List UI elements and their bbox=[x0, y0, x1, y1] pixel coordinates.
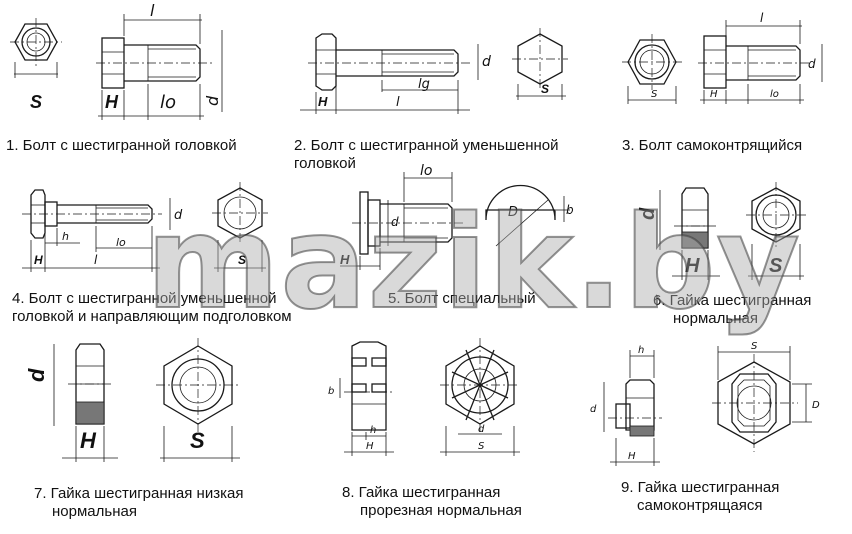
caption-4-line-1: 4. Болт с шестигранной уменьшенной bbox=[12, 290, 277, 307]
caption-1-line-1: 1. Болт с шестигранной головкой bbox=[6, 137, 237, 154]
fig9-side-view bbox=[603, 350, 662, 466]
fig3-label-d: d bbox=[808, 57, 816, 71]
fig3-side-view bbox=[698, 20, 823, 104]
fig4-label-l: l bbox=[94, 253, 98, 267]
fig2-label-s: S bbox=[541, 82, 549, 96]
fig4-side-view bbox=[22, 189, 171, 272]
fig7-hex-top-view bbox=[156, 338, 240, 462]
fig5-label-b: b bbox=[566, 203, 574, 217]
fig5-side-view bbox=[340, 172, 464, 270]
caption-8: 8. Гайка шестигранная прорезная нормальн… bbox=[342, 484, 522, 520]
caption-7-line-1: 7. Гайка шестигранная низкая bbox=[34, 485, 244, 502]
fig6-hex-top-view bbox=[746, 182, 806, 280]
fig8-side-view bbox=[339, 341, 394, 456]
caption-7: 7. Гайка шестигранная низкая нормальная bbox=[34, 485, 243, 521]
caption-2: 2. Болт с шестигранной уменьшенной голов… bbox=[294, 137, 558, 173]
fig7-label-h: H bbox=[80, 428, 97, 453]
fig2-label-l: l bbox=[396, 95, 400, 110]
fig9-label-h: h bbox=[638, 345, 644, 356]
fig5-label-d: d bbox=[391, 215, 399, 229]
fig3-label-l: l bbox=[760, 11, 764, 25]
figure-5-special-bolt: lo d H D b bbox=[340, 163, 574, 270]
figure-4-guide-neck-bolt: d h lo H l S bbox=[22, 182, 268, 272]
fig2-hex-top-view bbox=[512, 28, 568, 100]
fig8-label-H: H bbox=[366, 441, 374, 452]
caption-7-line-2: нормальная bbox=[52, 503, 137, 520]
fig8-label-s: S bbox=[478, 441, 485, 452]
figure-2-reduced-head-bolt: d H lg l S bbox=[300, 28, 568, 114]
caption-8-line-1: 8. Гайка шестигранная bbox=[342, 484, 501, 501]
figure-8-slotted-nut: b h H d S bbox=[328, 338, 520, 456]
caption-3-line-1: 3. Болт самоконтрящийся bbox=[622, 137, 803, 154]
fig1-label-s: S bbox=[30, 92, 42, 112]
fig2-label-h: H bbox=[318, 94, 328, 109]
fig9-label-D: D bbox=[812, 400, 820, 411]
caption-9-line-1: 9. Гайка шестигранная bbox=[621, 479, 780, 496]
fig9-label-d: d bbox=[590, 404, 597, 415]
fig5-round-head-view bbox=[485, 184, 570, 247]
fig5-label-D: D bbox=[508, 205, 518, 220]
caption-8-line-2: прорезная нормальная bbox=[360, 502, 522, 519]
fig1-label-h: H bbox=[105, 92, 119, 112]
caption-5: 5. Болт специальный bbox=[388, 290, 536, 308]
caption-9: 9. Гайка шестигранная самоконтрящаяся bbox=[621, 479, 779, 515]
fig4-label-H: H bbox=[34, 253, 43, 267]
fig1-side-view bbox=[96, 14, 223, 120]
fig7-label-d: d bbox=[24, 368, 49, 382]
figure-1-hex-head-bolt: l S H lo d bbox=[10, 1, 223, 120]
caption-6: 6. Гайка шестигранная нормальная bbox=[653, 292, 811, 328]
caption-9-line-2: самоконтрящаяся bbox=[637, 497, 763, 514]
fig7-label-s: S bbox=[190, 428, 205, 453]
figure-7-low-hex-nut: d H S bbox=[24, 338, 240, 462]
fig1-label-d: d bbox=[203, 95, 222, 106]
fig8-label-h: h bbox=[370, 425, 376, 436]
caption-2-line-1: 2. Болт с шестигранной уменьшенной bbox=[294, 137, 559, 154]
figure-3-self-locking-bolt: l d S H lo bbox=[622, 11, 823, 104]
caption-6-line-1: 6. Гайка шестигранная bbox=[653, 292, 812, 309]
fig2-label-lg: lg bbox=[418, 77, 430, 92]
fig5-label-lo: lo bbox=[420, 163, 432, 179]
figure-6-hex-nut: d H S bbox=[637, 182, 806, 280]
fig9-hex-top-view bbox=[712, 346, 812, 452]
fig4-label-h: h bbox=[62, 230, 69, 243]
fig2-label-d: d bbox=[482, 54, 491, 70]
caption-4-line-2: головкой и направляющим подголовком bbox=[12, 308, 292, 325]
fig7-side-view bbox=[53, 343, 118, 462]
fig2-side-view bbox=[300, 33, 479, 114]
fig6-side-view bbox=[659, 187, 720, 280]
fig3-label-s: S bbox=[651, 89, 658, 100]
caption-4: 4. Болт с шестигранной уменьшенной голов… bbox=[12, 290, 292, 326]
figure-9-self-locking-nut: h d H S D bbox=[590, 341, 820, 466]
fig1-label-l: l bbox=[150, 1, 155, 20]
fig8-label-d: d bbox=[478, 424, 485, 435]
fig3-label-lo: lo bbox=[770, 89, 779, 100]
fig4-label-lo: lo bbox=[116, 236, 126, 249]
fig3-label-h: H bbox=[710, 89, 718, 100]
fig6-label-h: H bbox=[685, 255, 700, 277]
fig5-label-H: H bbox=[340, 252, 350, 267]
fig4-label-s: S bbox=[238, 253, 246, 267]
fig9-label-s: S bbox=[751, 341, 758, 352]
caption-2-line-2: головкой bbox=[294, 155, 356, 172]
caption-3: 3. Болт самоконтрящийся bbox=[622, 137, 802, 155]
fig4-hex-top-view bbox=[212, 182, 268, 272]
fig1-label-lo: lo bbox=[160, 92, 176, 113]
caption-5-line-1: 5. Болт специальный bbox=[388, 290, 536, 307]
caption-6-line-2: нормальная bbox=[673, 310, 758, 327]
fig3-hex-top-view bbox=[622, 34, 682, 104]
fig9-label-H: H bbox=[628, 451, 636, 462]
fig6-label-s: S bbox=[769, 255, 783, 277]
fig1-hex-top-view bbox=[10, 18, 62, 78]
fig8-hex-top-view bbox=[440, 338, 520, 456]
caption-1: 1. Болт с шестигранной головкой bbox=[6, 137, 237, 155]
fig4-label-d: d bbox=[174, 208, 183, 223]
fig6-label-d: d bbox=[637, 207, 659, 220]
fig8-label-b: b bbox=[328, 386, 334, 397]
